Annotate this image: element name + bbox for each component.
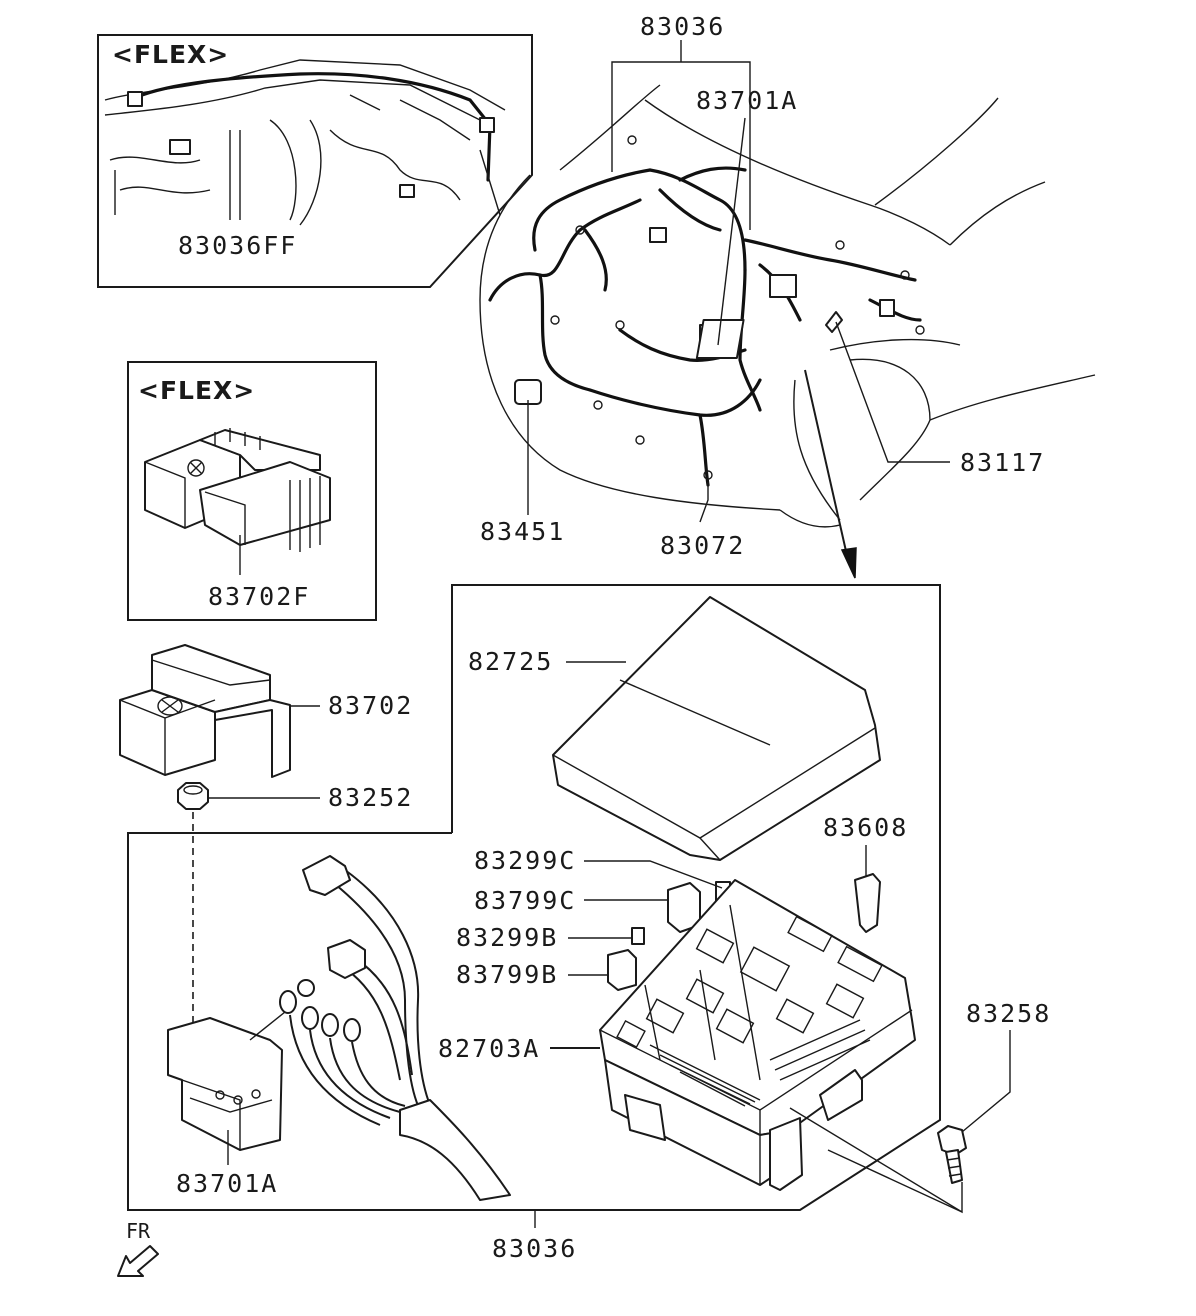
flex-inset-cover: <FLEX> 83702F [127, 361, 377, 621]
small-relays-and-fuses: 83299C 83799C 83299B 83799B [456, 846, 731, 991]
part-number-83701A-top: 83701A [696, 86, 798, 115]
connector-icon [302, 855, 351, 896]
front-direction-indicator: FR [117, 1219, 159, 1277]
part-number-83702: 83702 [328, 691, 413, 720]
part-number-83799B: 83799B [456, 960, 558, 989]
part-number-83117: 83117 [960, 448, 1045, 477]
part-83252-nut: 83252 [177, 782, 413, 1040]
fuse-icon [854, 873, 881, 933]
part-number-83036FF: 83036FF [178, 231, 297, 260]
part-number-83451: 83451 [480, 517, 565, 546]
bolt-icon [937, 1125, 967, 1156]
part-number-83299B: 83299B [456, 923, 558, 952]
flex-cover-illustration [144, 428, 331, 552]
part-83702-cover: 83702 [119, 644, 413, 778]
engine-bay-harness-view: 83036 83701A 83117 83451 83072 [479, 12, 1096, 579]
flex-label-top: <FLEX> [112, 40, 229, 69]
part-number-83799C: 83799C [474, 886, 576, 915]
part-83701A-terminal-block: 83701A [167, 855, 511, 1201]
exploded-view-frame [127, 584, 941, 1211]
part-number-83701A-bottom: 83701A [176, 1169, 278, 1198]
front-arrow-icon [117, 1245, 159, 1277]
part-number-83036-bottom: 83036 [492, 1234, 577, 1263]
part-83258-bolt: 83258 [789, 999, 1051, 1214]
nut-icon [177, 782, 209, 810]
part-number-83608: 83608 [823, 813, 908, 842]
part-number-83036-top: 83036 [640, 12, 725, 41]
part-number-83258: 83258 [966, 999, 1051, 1028]
ring-terminal-icons [279, 979, 361, 1042]
fuse-83299B-icon [631, 927, 645, 945]
flex-label-mid: <FLEX> [138, 376, 255, 405]
fuse-box-sockets [616, 915, 883, 1107]
relay-83799B-icon [607, 949, 637, 991]
part-number-83252: 83252 [328, 783, 413, 812]
part-83608-fuse: 83608 [823, 813, 908, 933]
part-number-82703A: 82703A [438, 1034, 540, 1063]
part-number-82725: 82725 [468, 647, 553, 676]
front-label: FR [126, 1219, 151, 1243]
flex-inset-harness: <FLEX> 83036FF [97, 34, 533, 288]
part-number-83299C: 83299C [474, 846, 576, 875]
part-number-83702F: 83702F [208, 582, 310, 611]
flex-harness-illustration [104, 59, 506, 226]
part-number-83072: 83072 [660, 531, 745, 560]
part-82725-fuse-box-cover: 82725 [468, 596, 881, 861]
part-83117-icon [825, 311, 843, 333]
part-82703A-fuse-relay-box: 82703A [438, 879, 916, 1191]
